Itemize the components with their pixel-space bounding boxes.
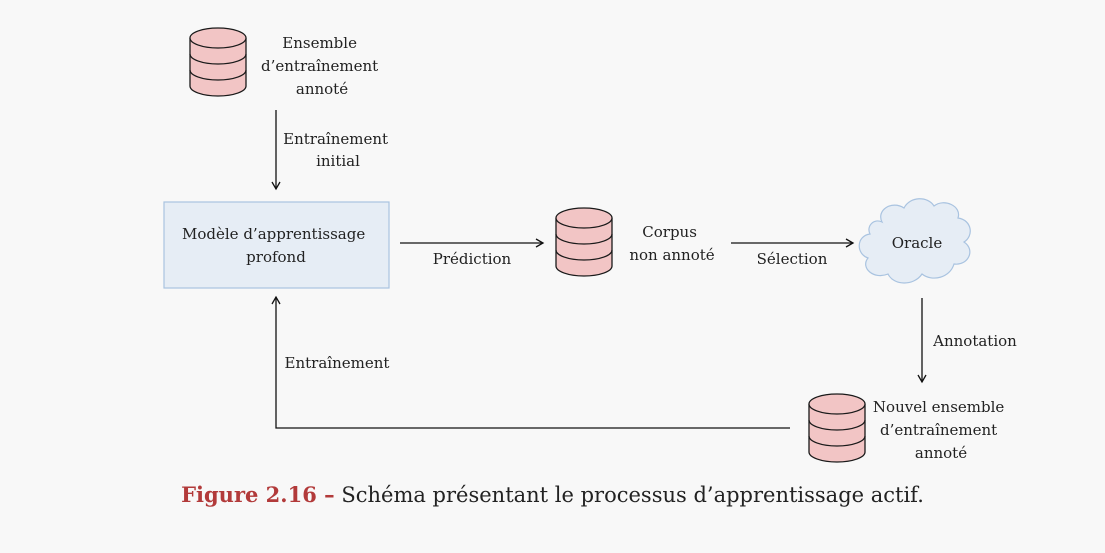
training-label: Entraînement [285, 354, 390, 372]
training-set-label-line: Ensemble [282, 34, 357, 52]
annotation-label: Annotation [932, 332, 1017, 350]
training-set-label-line: d’entraînement [261, 57, 378, 75]
initial-training-label: Entraînement initial [283, 130, 393, 170]
model-label-line: Modèle d’apprentissage [182, 225, 365, 243]
model-label-line: profond [246, 248, 306, 266]
prediction-label: Prédiction [433, 250, 512, 268]
new-set-database-icon [808, 393, 866, 463]
new-set-label: Nouvel ensemble d’entraînement annoté [873, 398, 1009, 462]
training-arrow [271, 295, 790, 429]
corpus-label-line: non annoté [629, 246, 714, 264]
new-set-label-line: d’entraînement [880, 421, 997, 439]
new-set-label-line: Nouvel ensemble [873, 398, 1004, 416]
corpus-database-icon [555, 207, 613, 277]
active-learning-diagram: Ensemble d’entraînement annoté Entraînem… [163, 27, 1017, 463]
figure-caption-text: Schéma présentant le processus d’apprent… [341, 483, 924, 507]
training-set-label: Ensemble d’entraînement annoté [261, 34, 383, 98]
figure-caption: Figure 2.16 – Schéma présentant le proce… [0, 482, 1105, 507]
selection-label: Sélection [757, 250, 828, 268]
oracle-label: Oracle [892, 234, 943, 252]
initial-training-label-line: Entraînement [283, 130, 388, 148]
figure-number: Figure 2.16 – [181, 482, 335, 507]
corpus-label-line: Corpus [642, 223, 697, 241]
corpus-label: Corpus non annoté [629, 223, 714, 264]
model-box [163, 201, 390, 289]
model-label: Modèle d’apprentissage profond [182, 225, 370, 266]
initial-training-label-line: initial [316, 152, 360, 170]
new-set-label-line: annoté [915, 444, 967, 462]
training-set-label-line: annoté [296, 80, 348, 98]
oracle-cloud-icon [858, 198, 971, 284]
training-set-database-icon [189, 27, 247, 97]
